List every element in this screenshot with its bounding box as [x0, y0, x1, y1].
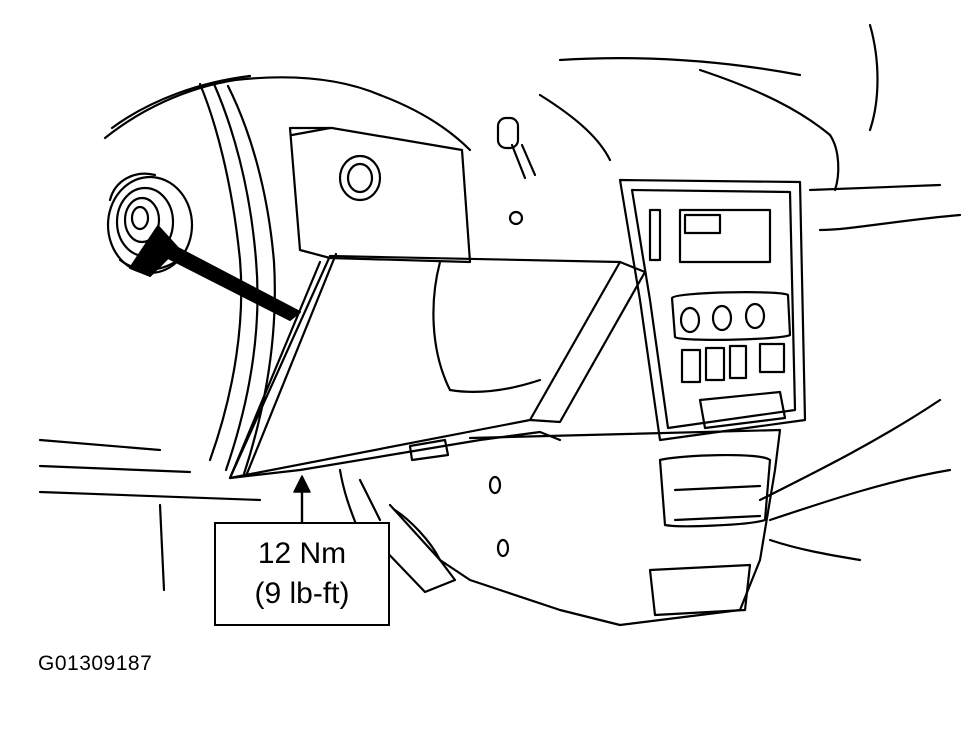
upper-bracket — [288, 126, 472, 264]
lower-trim-panel — [228, 252, 647, 480]
torque-metric-label: 12 Nm — [257, 537, 347, 570]
instrument-panel-outline — [38, 23, 962, 592]
upper-fittings — [496, 116, 537, 226]
bold-arrow-icon — [129, 225, 301, 321]
brake-pedal — [378, 503, 457, 594]
center-stack — [618, 178, 807, 442]
torque-callout-box: 12 Nm (9 lb-ft) — [214, 522, 390, 626]
torque-imperial-label: (9 lb-ft) — [254, 577, 350, 610]
lower-console — [338, 428, 782, 627]
figure-id: G01309187 — [38, 652, 153, 675]
leader-arrow-icon — [293, 475, 311, 524]
